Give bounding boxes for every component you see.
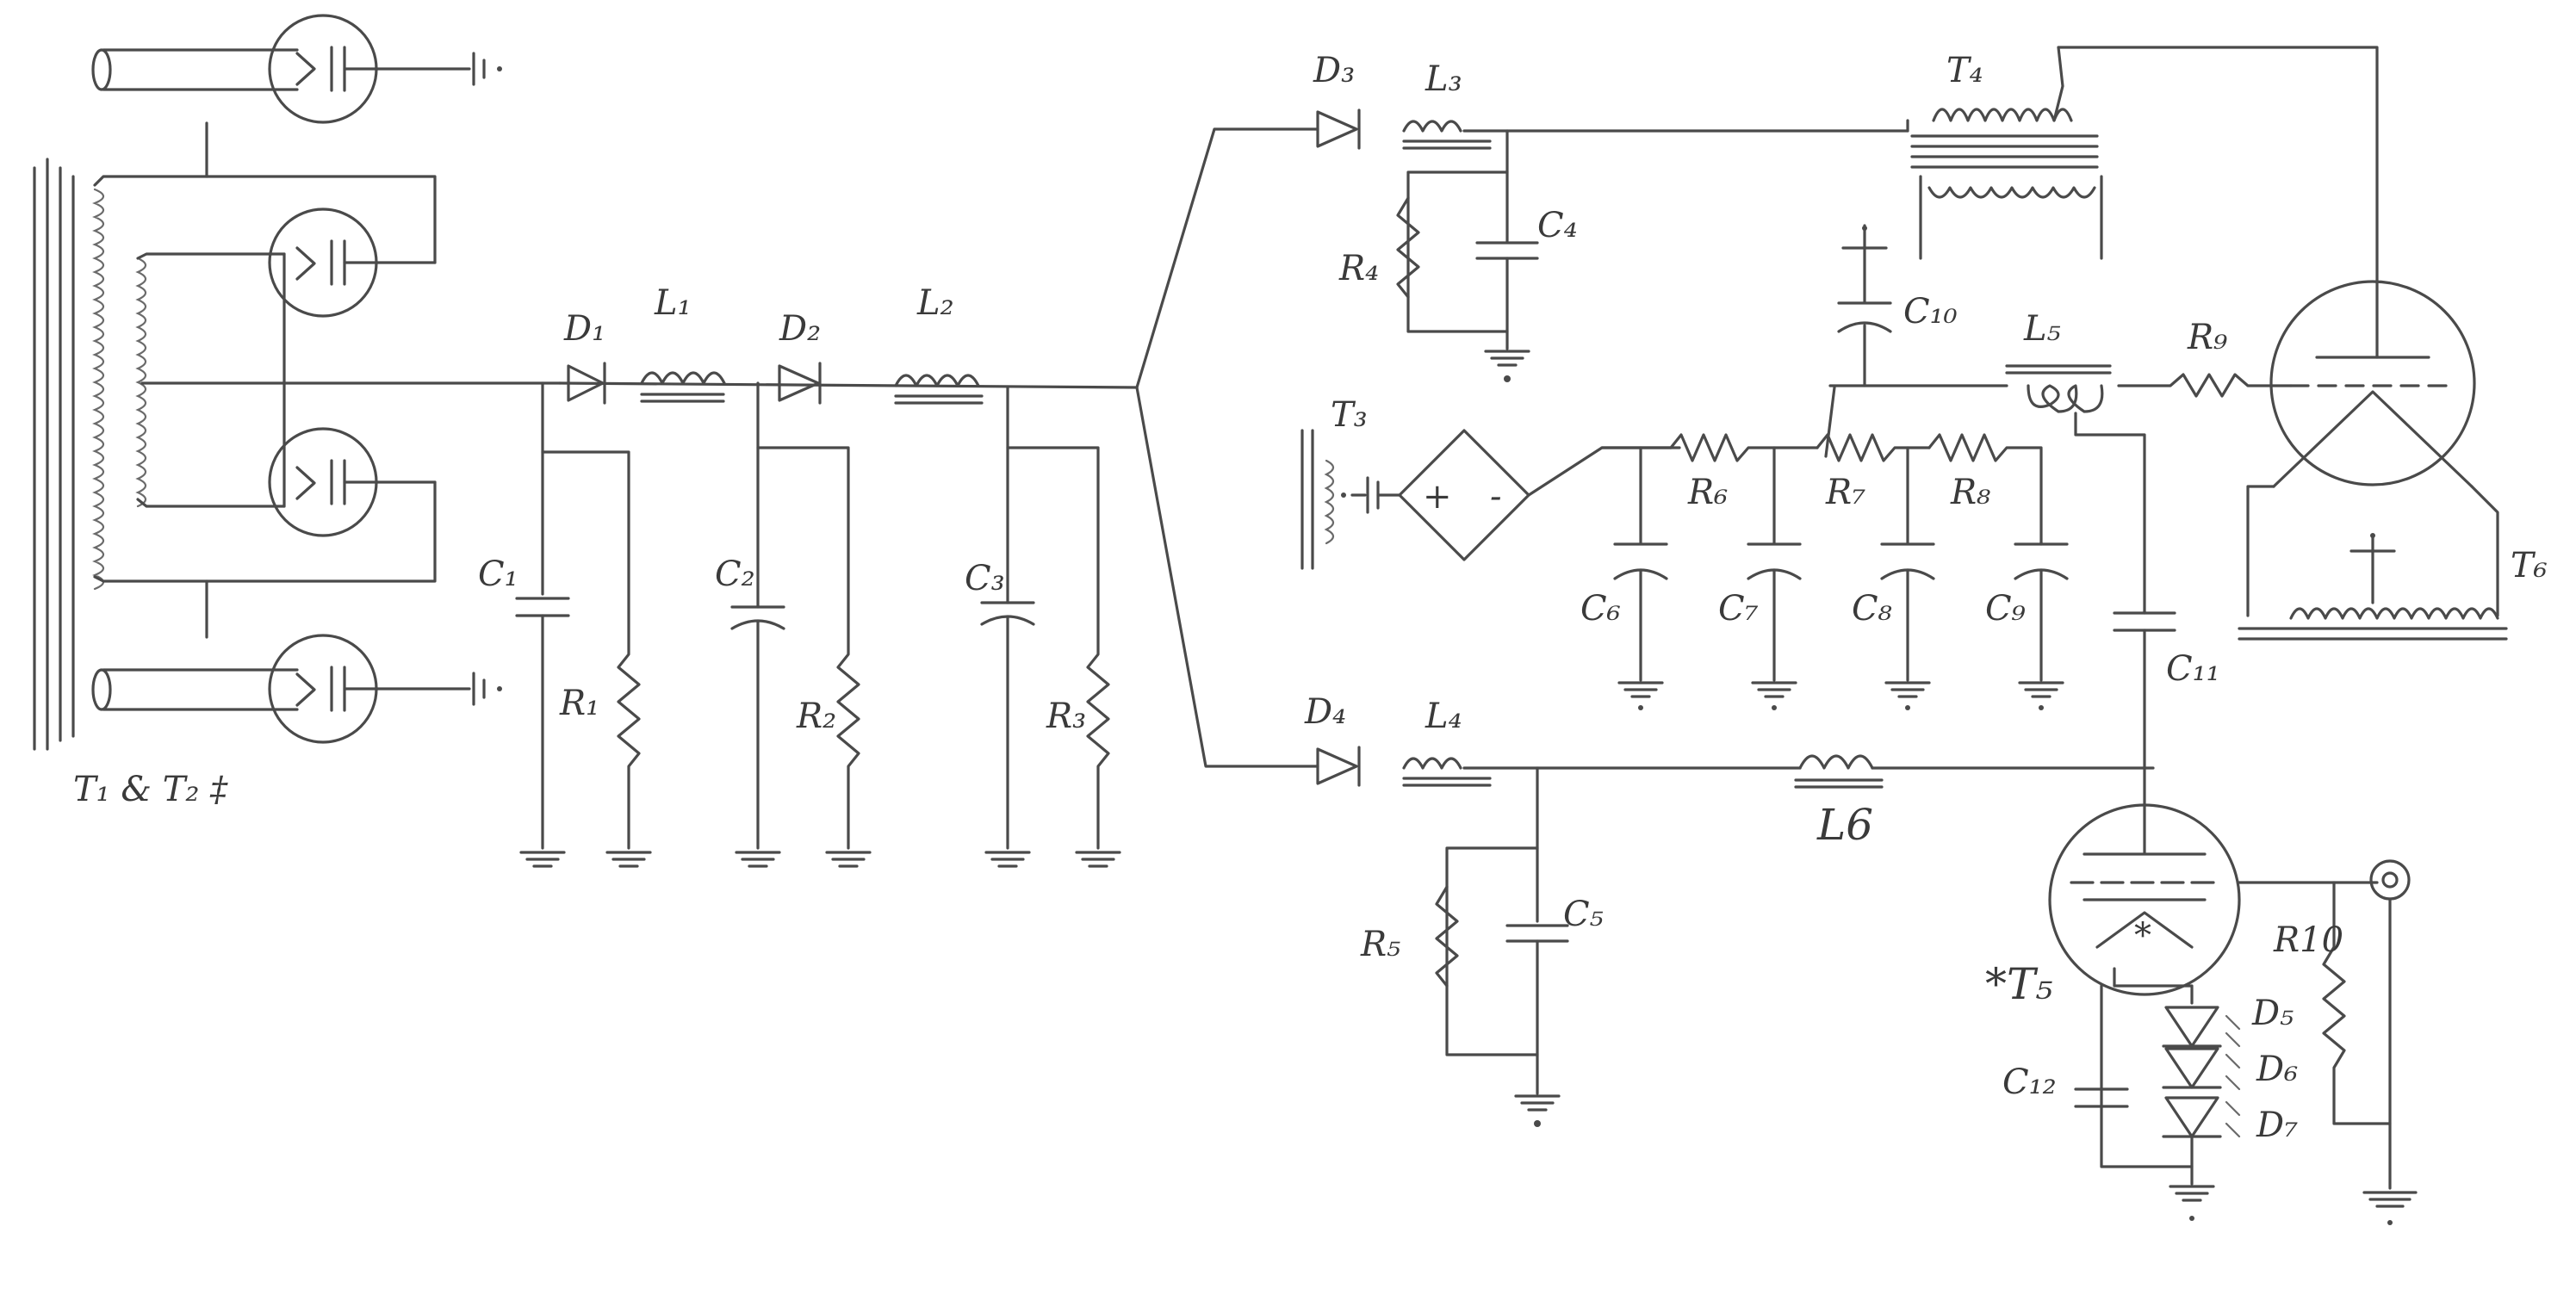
- filter-chain: [515, 362, 1139, 868]
- cap-c6: [1613, 446, 1668, 710]
- label-l5: L₅: [2023, 309, 2061, 349]
- c11-t5-output: *: [2048, 610, 2418, 1225]
- label-c8: C₈: [1852, 589, 1892, 629]
- label-r3: R₃: [1046, 697, 1086, 736]
- label-l2: L₂: [916, 283, 954, 323]
- cap-c8: [1880, 446, 1935, 710]
- label-r1: R₁: [559, 684, 599, 723]
- label-d2: D₂: [779, 309, 821, 349]
- label-bridge-minus: -: [1490, 477, 1502, 517]
- label-c6: C₆: [1580, 589, 1621, 629]
- lower-branch: [1316, 746, 2155, 1127]
- ground-symbols: [519, 851, 1121, 868]
- label-l4: L₄: [1425, 697, 1462, 736]
- label-c7: C₇: [1718, 589, 1759, 629]
- label-d5: D₅: [2251, 994, 2294, 1033]
- tube-t6: [2238, 280, 2508, 641]
- upper-branch: [1316, 108, 1909, 382]
- label-d7: D₇: [2256, 1106, 2298, 1145]
- label-d3: D₃: [1313, 51, 1355, 90]
- branch-split: [1135, 127, 1319, 768]
- label-r8: R₈: [1950, 473, 1990, 512]
- tube-lower-mid: [268, 427, 437, 537]
- cap-c9: [2014, 541, 2069, 710]
- label-t4: T₄: [1946, 51, 1983, 90]
- label-c1: C₁: [478, 554, 518, 594]
- label-r2: R₂: [796, 697, 836, 736]
- label-r4: R₄: [1338, 249, 1379, 288]
- label-r10: R10: [2273, 920, 2343, 960]
- label-r5: R₅: [1360, 925, 1400, 964]
- tube-upper-mid: [268, 208, 437, 318]
- label-l1: L₁: [654, 283, 692, 323]
- tube-bottom: [91, 579, 502, 744]
- label-c10: C₁₀: [1903, 292, 1958, 331]
- rc-ladder: [1600, 386, 2069, 710]
- label-c3: C₃: [965, 559, 1005, 598]
- label-r9: R₉: [2187, 318, 2227, 357]
- label-l3: L₃: [1425, 59, 1462, 99]
- l5-r9-c10: [1828, 224, 2293, 613]
- label-c9: C₉: [1985, 589, 2026, 629]
- label-r6: R₆: [1687, 473, 1728, 512]
- tube-top: [91, 14, 502, 178]
- label-t6: T₆: [2511, 546, 2548, 585]
- label-c4: C₄: [1537, 206, 1578, 245]
- label-c2: C₂: [715, 554, 755, 594]
- label-t5-star: *: [2134, 916, 2151, 956]
- label-l6: L6: [1816, 800, 1873, 850]
- label-d6: D₆: [2256, 1050, 2298, 1089]
- label-t5: *T₅: [1985, 959, 2052, 1009]
- label-c11: C₁₁: [2166, 649, 2220, 689]
- label-d4: D₄: [1304, 692, 1346, 732]
- label-c5: C₅: [1563, 895, 1604, 934]
- label-t1-t2: T₁ & T₂ ‡: [73, 770, 228, 809]
- label-bridge-plus: +: [1423, 477, 1452, 517]
- label-d1: D₁: [563, 309, 605, 349]
- cap-c7: [1747, 446, 1802, 710]
- label-c12: C₁₂: [2002, 1062, 2057, 1102]
- transformer-t4: [1906, 46, 2379, 359]
- label-r7: R₇: [1825, 473, 1865, 512]
- transformer-t1-t2: [33, 158, 562, 751]
- label-t3: T₃: [1331, 395, 1368, 435]
